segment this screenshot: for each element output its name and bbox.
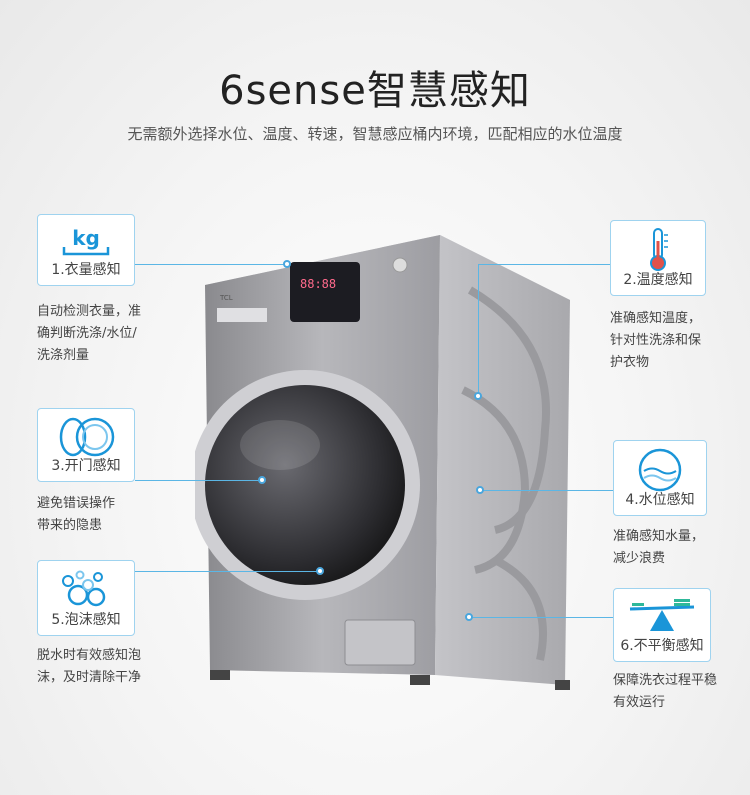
connector-dot-1 xyxy=(283,260,291,268)
connector-dot-3 xyxy=(258,476,266,484)
connector-line-4 xyxy=(481,490,613,491)
water-level-icon xyxy=(635,447,685,497)
connector-line-3 xyxy=(135,480,262,481)
connector-line-2 xyxy=(478,264,610,265)
feature-desc-foam: 脱水时有效感知泡 沫，及时清除干净 xyxy=(37,648,142,685)
feature-card-foam: 5.泡沫感知 xyxy=(37,560,135,636)
feature-desc-balance: 保障洗衣过程平稳 有效运行 xyxy=(613,673,718,710)
connector-dot-2 xyxy=(474,392,482,400)
thermometer-icon xyxy=(643,227,673,277)
feature-desc-water-level: 准确感知水量， 减少浪费 xyxy=(613,529,705,566)
feature-label: 4.水位感知 xyxy=(625,492,695,508)
feature-card-balance: 6.不平衡感知 xyxy=(613,588,711,662)
feature-label: 6.不平衡感知 xyxy=(620,638,704,654)
feature-card-weight: kg 1.衣量感知 xyxy=(37,214,135,286)
connector-dot-5 xyxy=(316,567,324,575)
kg-scale-icon: kg xyxy=(56,221,116,263)
feature-desc-door: 避免错误操作 带来的隐患 xyxy=(37,496,116,533)
feature-label: 3.开门感知 xyxy=(51,458,121,474)
feature-label: 2.温度感知 xyxy=(623,272,693,288)
page-title: 6sense智慧感知 xyxy=(219,68,531,114)
connector-line-1 xyxy=(135,264,287,265)
feature-card-door: 3.开门感知 xyxy=(37,408,135,482)
feature-desc-temperature: 准确感知温度， 针对性洗涤和保 护衣物 xyxy=(610,311,702,370)
page-subtitle: 无需额外选择水位、温度、转速，智慧感应桶内环境，匹配相应的水位温度 xyxy=(127,125,623,143)
feature-label: 5.泡沫感知 xyxy=(51,612,121,628)
door-icon xyxy=(53,415,119,463)
svg-text:TCL: TCL xyxy=(219,294,233,302)
washing-machine-illustration: 88:88 TCL xyxy=(195,235,570,690)
feature-desc-weight: 自动检测衣量，准 确判断洗涤/水位/ 洗涤剂量 xyxy=(37,304,142,363)
display-readout: 88:88 xyxy=(300,277,336,291)
connector-dot-6 xyxy=(465,613,473,621)
bubbles-icon xyxy=(58,567,114,617)
feature-card-water-level: 4.水位感知 xyxy=(613,440,707,516)
connector-line-2b xyxy=(478,264,479,396)
connector-line-5 xyxy=(135,571,320,572)
connector-line-6 xyxy=(469,617,613,618)
connector-dot-4 xyxy=(476,486,484,494)
svg-text:kg: kg xyxy=(72,226,100,250)
balance-icon xyxy=(626,595,698,639)
feature-card-temperature: 2.温度感知 xyxy=(610,220,706,296)
feature-label: 1.衣量感知 xyxy=(51,262,121,278)
